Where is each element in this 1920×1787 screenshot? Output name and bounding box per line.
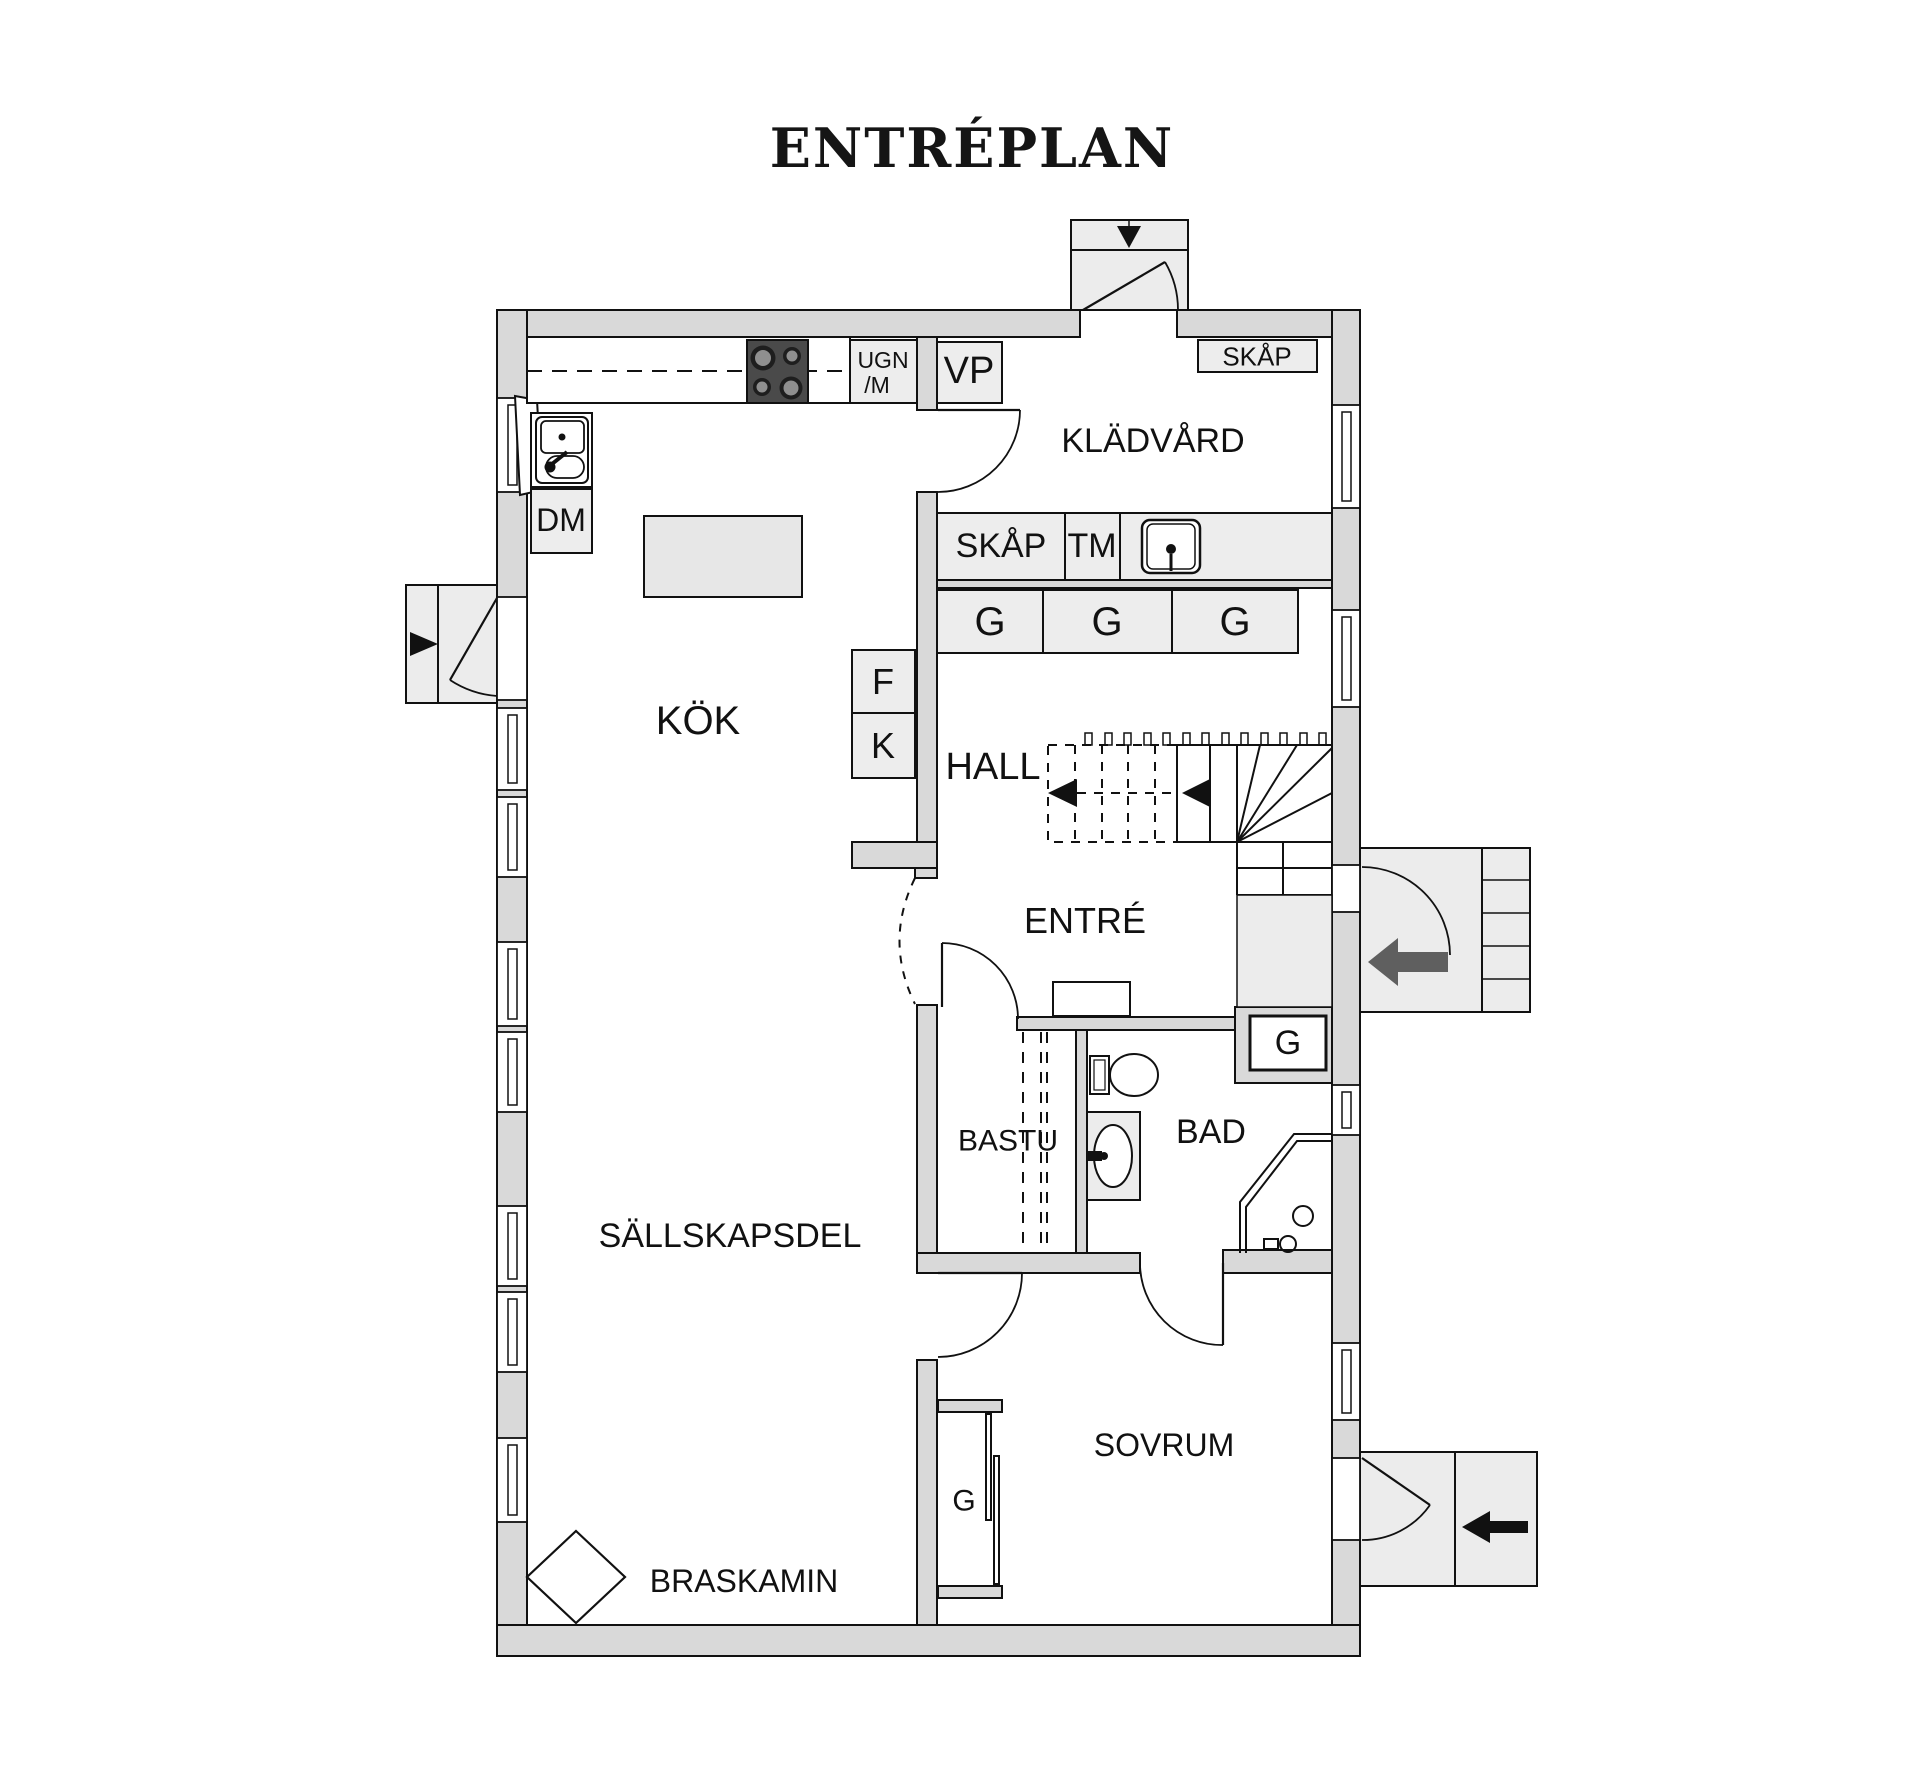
wardrobe-label: G (1091, 600, 1123, 644)
stair-direction-arrow (1182, 779, 1210, 807)
lower-flight-solid (1176, 744, 1333, 896)
windows-right-wall (1331, 404, 1361, 1421)
stair-direction-arrow (1048, 779, 1077, 807)
southeast-porch (1359, 1451, 1538, 1587)
east-porch (1359, 847, 1531, 1013)
fixture-label-dishwasher: DM (536, 502, 586, 539)
entry-vestibule-floor (1236, 894, 1333, 1008)
entrance-arrow-down-icon (1117, 226, 1141, 248)
room-label-sauna: BASTU (957, 1124, 1059, 1158)
entrance-arrow-right-icon (410, 632, 438, 656)
toilet-icon (1089, 1053, 1159, 1097)
cabinet-top-box (1197, 339, 1318, 373)
plan-title: ENTRÉPLAN (769, 116, 1175, 180)
entrance-arrow-left-icon (1462, 1511, 1528, 1543)
outer-walls (496, 309, 1361, 1657)
wardrobe-label-bedroom: G (952, 1484, 976, 1518)
entry-area (1052, 894, 1333, 1072)
dishwasher-box (530, 488, 593, 554)
fridge-box (851, 649, 916, 714)
fixture-label-freezer: K (870, 725, 896, 767)
kitchen-sink-icon (530, 412, 593, 488)
fixture-label-oven-line1: UGN (857, 346, 909, 373)
fixture-label-washing-machine: TM (1067, 527, 1117, 566)
west-porch (405, 584, 499, 704)
north-porch (1070, 219, 1189, 311)
room-label-hall: HALL (945, 746, 1041, 789)
fixture-label-fireplace: BRASKAMIN (649, 1563, 839, 1600)
fireplace-icon (525, 1529, 627, 1625)
southeast-door (1361, 1457, 1431, 1541)
north-entry-door (1082, 261, 1179, 311)
bedroom-wardrobe-sliding-doors (985, 1413, 1000, 1585)
bath-door (1139, 1262, 1225, 1346)
entry-wardrobe-box (1248, 1014, 1328, 1072)
kitchen-entry-opening-arc (898, 877, 916, 1005)
oven-micro-box (849, 339, 918, 404)
room-label-kitchen: KÖK (655, 699, 741, 743)
bathroom-fixtures (1086, 1053, 1332, 1253)
laundry-fixtures (936, 339, 1333, 581)
stove-icon (746, 339, 809, 404)
room-label-entry: ENTRÉ (1023, 900, 1147, 942)
room-label-bedroom: SOVRUM (1093, 1427, 1235, 1464)
wardrobe-label-entry: G (1274, 1024, 1302, 1063)
room-label-bath: BAD (1176, 1113, 1246, 1152)
washbasin-icon (1086, 1111, 1141, 1201)
fixture-label-cabinet-laundry: SKÅP (955, 527, 1047, 566)
washing-machine-box (1064, 512, 1121, 581)
fixture-label-fridge: F (872, 661, 894, 703)
kitchen-island (643, 515, 803, 598)
fixture-label-oven-line2: /M (864, 371, 890, 398)
stair-ticks (1084, 732, 1327, 746)
cabinet-row-box (936, 512, 1066, 581)
fixture-label-heat-pump: VP (943, 350, 995, 393)
room-label-living: SÄLLSKAPSDEL (598, 1217, 862, 1256)
bedroom-door (937, 1271, 1023, 1358)
heat-pump-box (936, 341, 1003, 404)
shower-icon (1239, 1133, 1332, 1253)
wardrobe-label: G (1219, 600, 1251, 644)
room-label-laundry: KLÄDVÅRD (1061, 422, 1245, 461)
entry-mat (1052, 981, 1131, 1017)
staircase (1047, 732, 1333, 896)
freezer-box (851, 712, 916, 779)
laundry-sink-icon (1140, 518, 1202, 575)
entrance-arrow-left-icon (1368, 938, 1448, 986)
doors (449, 261, 1451, 1541)
west-side-door (449, 597, 498, 697)
kitchen-fixtures (526, 336, 1003, 779)
sauna-benches (1022, 1032, 1048, 1250)
exterior-door-gaps (496, 596, 1361, 1541)
fixture-label-cabinet-top: SKÅP (1222, 341, 1292, 372)
east-entry-door (1361, 866, 1451, 956)
laundry-door (937, 408, 1021, 493)
sauna-door (940, 942, 1019, 1020)
wardrobe-label: G (974, 600, 1006, 644)
hall-wardrobes (936, 589, 1299, 654)
